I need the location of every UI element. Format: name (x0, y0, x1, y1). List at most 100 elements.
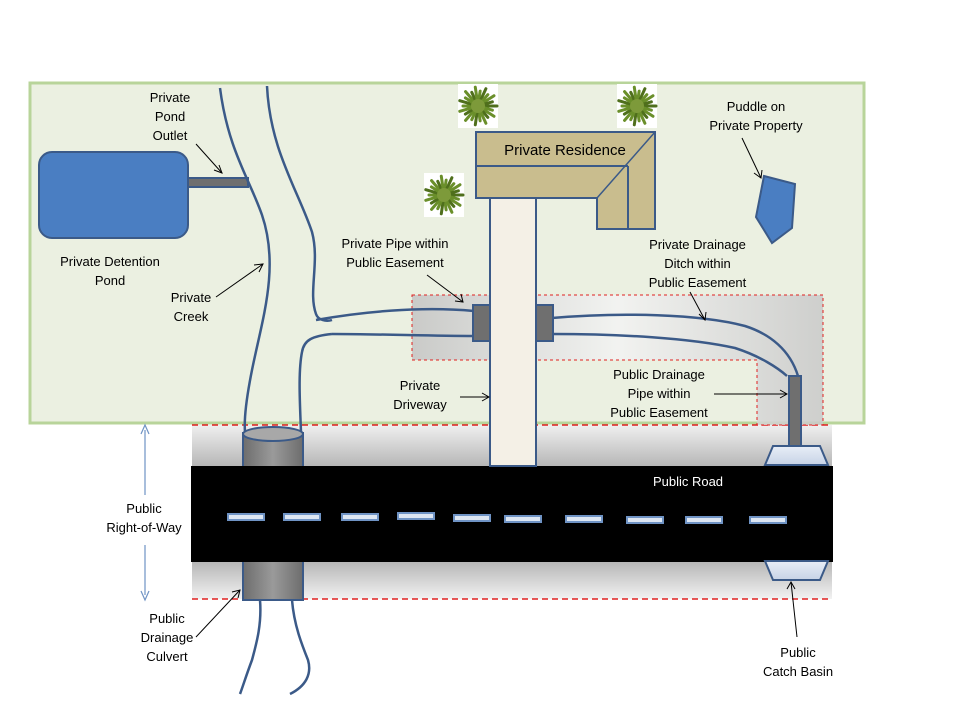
tree-leaf (446, 182, 456, 192)
tree-leaf (436, 198, 444, 211)
tree-leaf (430, 179, 442, 192)
pointer-private-pipe-head (454, 293, 464, 303)
tree-leaf (473, 85, 479, 102)
tree-leaf (632, 85, 638, 102)
label-public-drainage-culvert: Public Drainage Culvert (132, 609, 202, 666)
tree-leaf (636, 89, 641, 102)
creek-bank-right-lower (298, 332, 333, 433)
pointer-culvert (195, 589, 241, 638)
pointer-private-creek-head (253, 263, 264, 273)
tree-leaf (636, 110, 641, 123)
tree-leaf (444, 198, 454, 214)
label-private-detention-pond: Private Detention Pond (45, 252, 175, 290)
private-drainage-ditch-top (551, 313, 800, 377)
creek-below-road-right (289, 599, 311, 696)
label-line: Public Easement (346, 255, 444, 270)
public-drainage-pipe (788, 375, 802, 447)
label-line: Right-of-Way (106, 520, 182, 535)
pointer-public-pipe-head (779, 389, 789, 399)
tree-leaf (637, 87, 647, 103)
private-residence (475, 131, 656, 230)
label-line: Pipe within (627, 386, 691, 401)
label-line: Outlet (152, 128, 188, 143)
private-property-area (28, 81, 866, 425)
private-pipe-end-right (535, 304, 554, 342)
label-line: Public Easement (610, 405, 708, 420)
label-line: Driveway (393, 397, 447, 412)
road-dash (749, 516, 787, 524)
right-of-way-arrowhead-down (140, 590, 150, 602)
catch-basin-bottom (763, 560, 830, 581)
tree-icon (458, 84, 499, 128)
tree-leaf (639, 93, 649, 103)
tree-leaf (463, 107, 475, 116)
tree-leaf (623, 90, 635, 103)
tree-leaf (473, 110, 479, 127)
road-dash (283, 513, 321, 521)
tree-leaf (439, 199, 445, 216)
pointer-culvert-head (231, 589, 241, 599)
culvert-top-opening (242, 426, 304, 442)
road-dash (504, 515, 542, 523)
tree-leaf (637, 109, 647, 125)
label-line: Public (149, 611, 185, 626)
tree-leaf (482, 100, 494, 106)
label-line: Private Detention (60, 254, 160, 269)
road-dash (685, 516, 723, 524)
tree-leaf (424, 188, 440, 195)
tree-leaf (458, 106, 474, 113)
tree-leaf (622, 96, 634, 105)
annotation-pointers (195, 137, 798, 638)
tree-leaf (629, 109, 637, 122)
label-private-driveway: Private Driveway (385, 376, 455, 414)
label-line: Pond (154, 109, 186, 124)
tree-leaf (481, 107, 496, 118)
puddle (754, 174, 797, 245)
label-line: Private (170, 290, 212, 305)
creek-bank-left (218, 87, 271, 433)
tree-leaf (436, 179, 444, 192)
tree-leaf (482, 106, 494, 112)
catch-basin-top (763, 445, 830, 466)
tree-leaf (617, 106, 633, 113)
tree-leaf (446, 198, 456, 208)
tree-leaf (448, 189, 460, 195)
pointer-catch-basin (790, 581, 798, 638)
road-center-dashes (227, 512, 787, 524)
label-puddle: Puddle on Private Property (696, 97, 816, 135)
label-private-residence: Private Residence (490, 141, 640, 160)
pointer-drainage-ditch (689, 291, 706, 321)
tree-leaf (632, 110, 638, 127)
tree-center (471, 99, 485, 113)
private-drainage-ditch-bottom (551, 332, 788, 377)
road-dash (626, 516, 664, 524)
tree-leaf (641, 106, 653, 112)
tree-leaf (478, 109, 488, 125)
tree-leaf (640, 107, 655, 118)
pointer-pond-outlet (195, 143, 223, 174)
tree-leaf (447, 196, 462, 207)
tree-leaf (470, 109, 478, 122)
label-line: Private Property (709, 118, 803, 133)
private-pond-outlet-pipe (187, 177, 249, 188)
tree-leaf (622, 107, 634, 116)
tree-leaf (464, 90, 476, 103)
tree-leaf (464, 109, 476, 122)
tree-leaf (470, 90, 478, 103)
private-driveway (489, 197, 537, 467)
label-line: Public (780, 645, 816, 660)
pointer-driveway-head (481, 392, 491, 402)
label-private-pipe-easement: Private Pipe within Public Easement (330, 234, 460, 272)
label-private-creek: Private Creek (160, 288, 222, 326)
private-pipe-channel-bottom (331, 332, 475, 338)
road-dash (341, 513, 379, 521)
label-public-right-of-way: Public Right-of-Way (94, 499, 194, 537)
tree-leaf (443, 199, 448, 212)
creek-below-road-left (238, 599, 262, 695)
tree-leaf (478, 87, 488, 103)
pointer-puddle (741, 137, 762, 179)
tree-leaf (447, 183, 462, 194)
tree-leaf (480, 93, 490, 103)
road-dash (453, 514, 491, 522)
tree-leaf (480, 109, 490, 119)
